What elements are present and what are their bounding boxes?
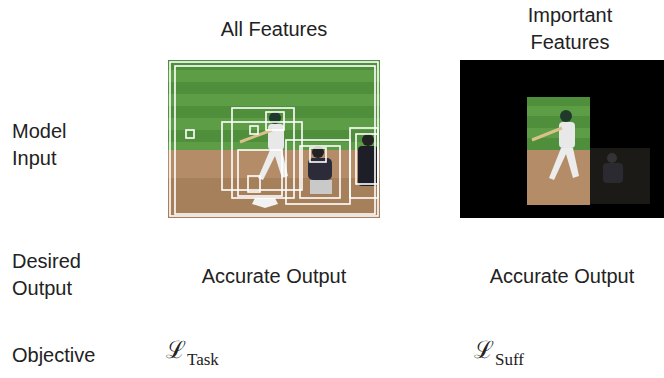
loss-symbol: ℒ xyxy=(474,336,494,364)
text-label: Important Features xyxy=(515,2,625,56)
text-label: Accurate Output xyxy=(490,263,635,290)
text-label: Model Input xyxy=(12,118,107,172)
text-label: Desired Output xyxy=(12,248,112,302)
loss-subscript: Task xyxy=(187,350,219,370)
text-label: Accurate Output xyxy=(202,263,347,290)
masked-photo xyxy=(460,60,664,218)
baseball-photo xyxy=(168,60,380,218)
loss-symbol: ℒ xyxy=(166,336,186,364)
text-label: All Features xyxy=(221,16,328,43)
loss-subscript: Suff xyxy=(495,350,524,370)
text-label: Objective xyxy=(12,342,95,369)
